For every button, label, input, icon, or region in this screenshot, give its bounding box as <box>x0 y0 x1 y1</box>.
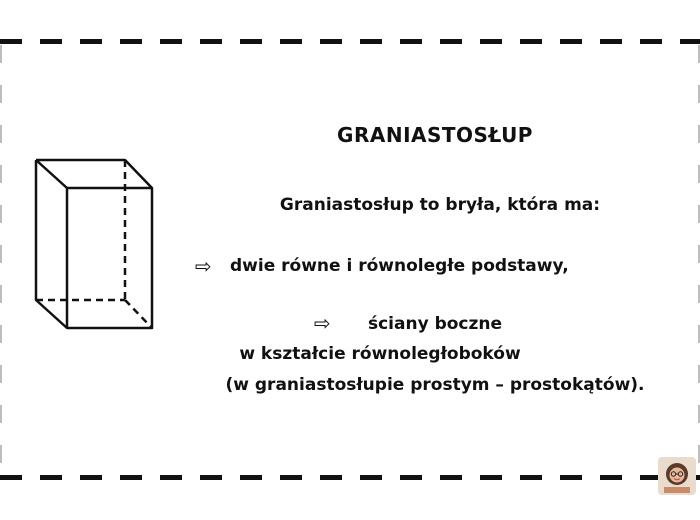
arrow-right-icon: ⇨ <box>195 254 212 278</box>
prism-hidden-side-edge <box>124 299 153 329</box>
prism-top-edge-front-left <box>35 159 68 189</box>
bullet-side-faces-line2: w kształcie równoległoboków <box>239 344 521 364</box>
right-dashed-border <box>698 45 700 475</box>
bullet-bases: dwie równe i równoległe podstawy, <box>230 256 569 276</box>
arrow-right-icon: ⇨ <box>314 311 331 335</box>
bullet-side-faces-line1: ściany boczne <box>367 314 503 334</box>
prism-outline <box>34 158 154 330</box>
definition-intro: Graniastosłup to bryła, która ma: <box>279 195 601 215</box>
bullet-side-faces-line3: (w graniastosłupie prostym – prostokątów… <box>225 375 645 395</box>
left-dashed-border <box>0 45 2 475</box>
page-title: GRANIASTOSŁUP <box>337 123 533 147</box>
author-avatar <box>658 457 696 495</box>
bottom-dashed-border <box>0 475 700 480</box>
top-dashed-border <box>0 39 700 44</box>
prism-illustration <box>34 158 154 330</box>
